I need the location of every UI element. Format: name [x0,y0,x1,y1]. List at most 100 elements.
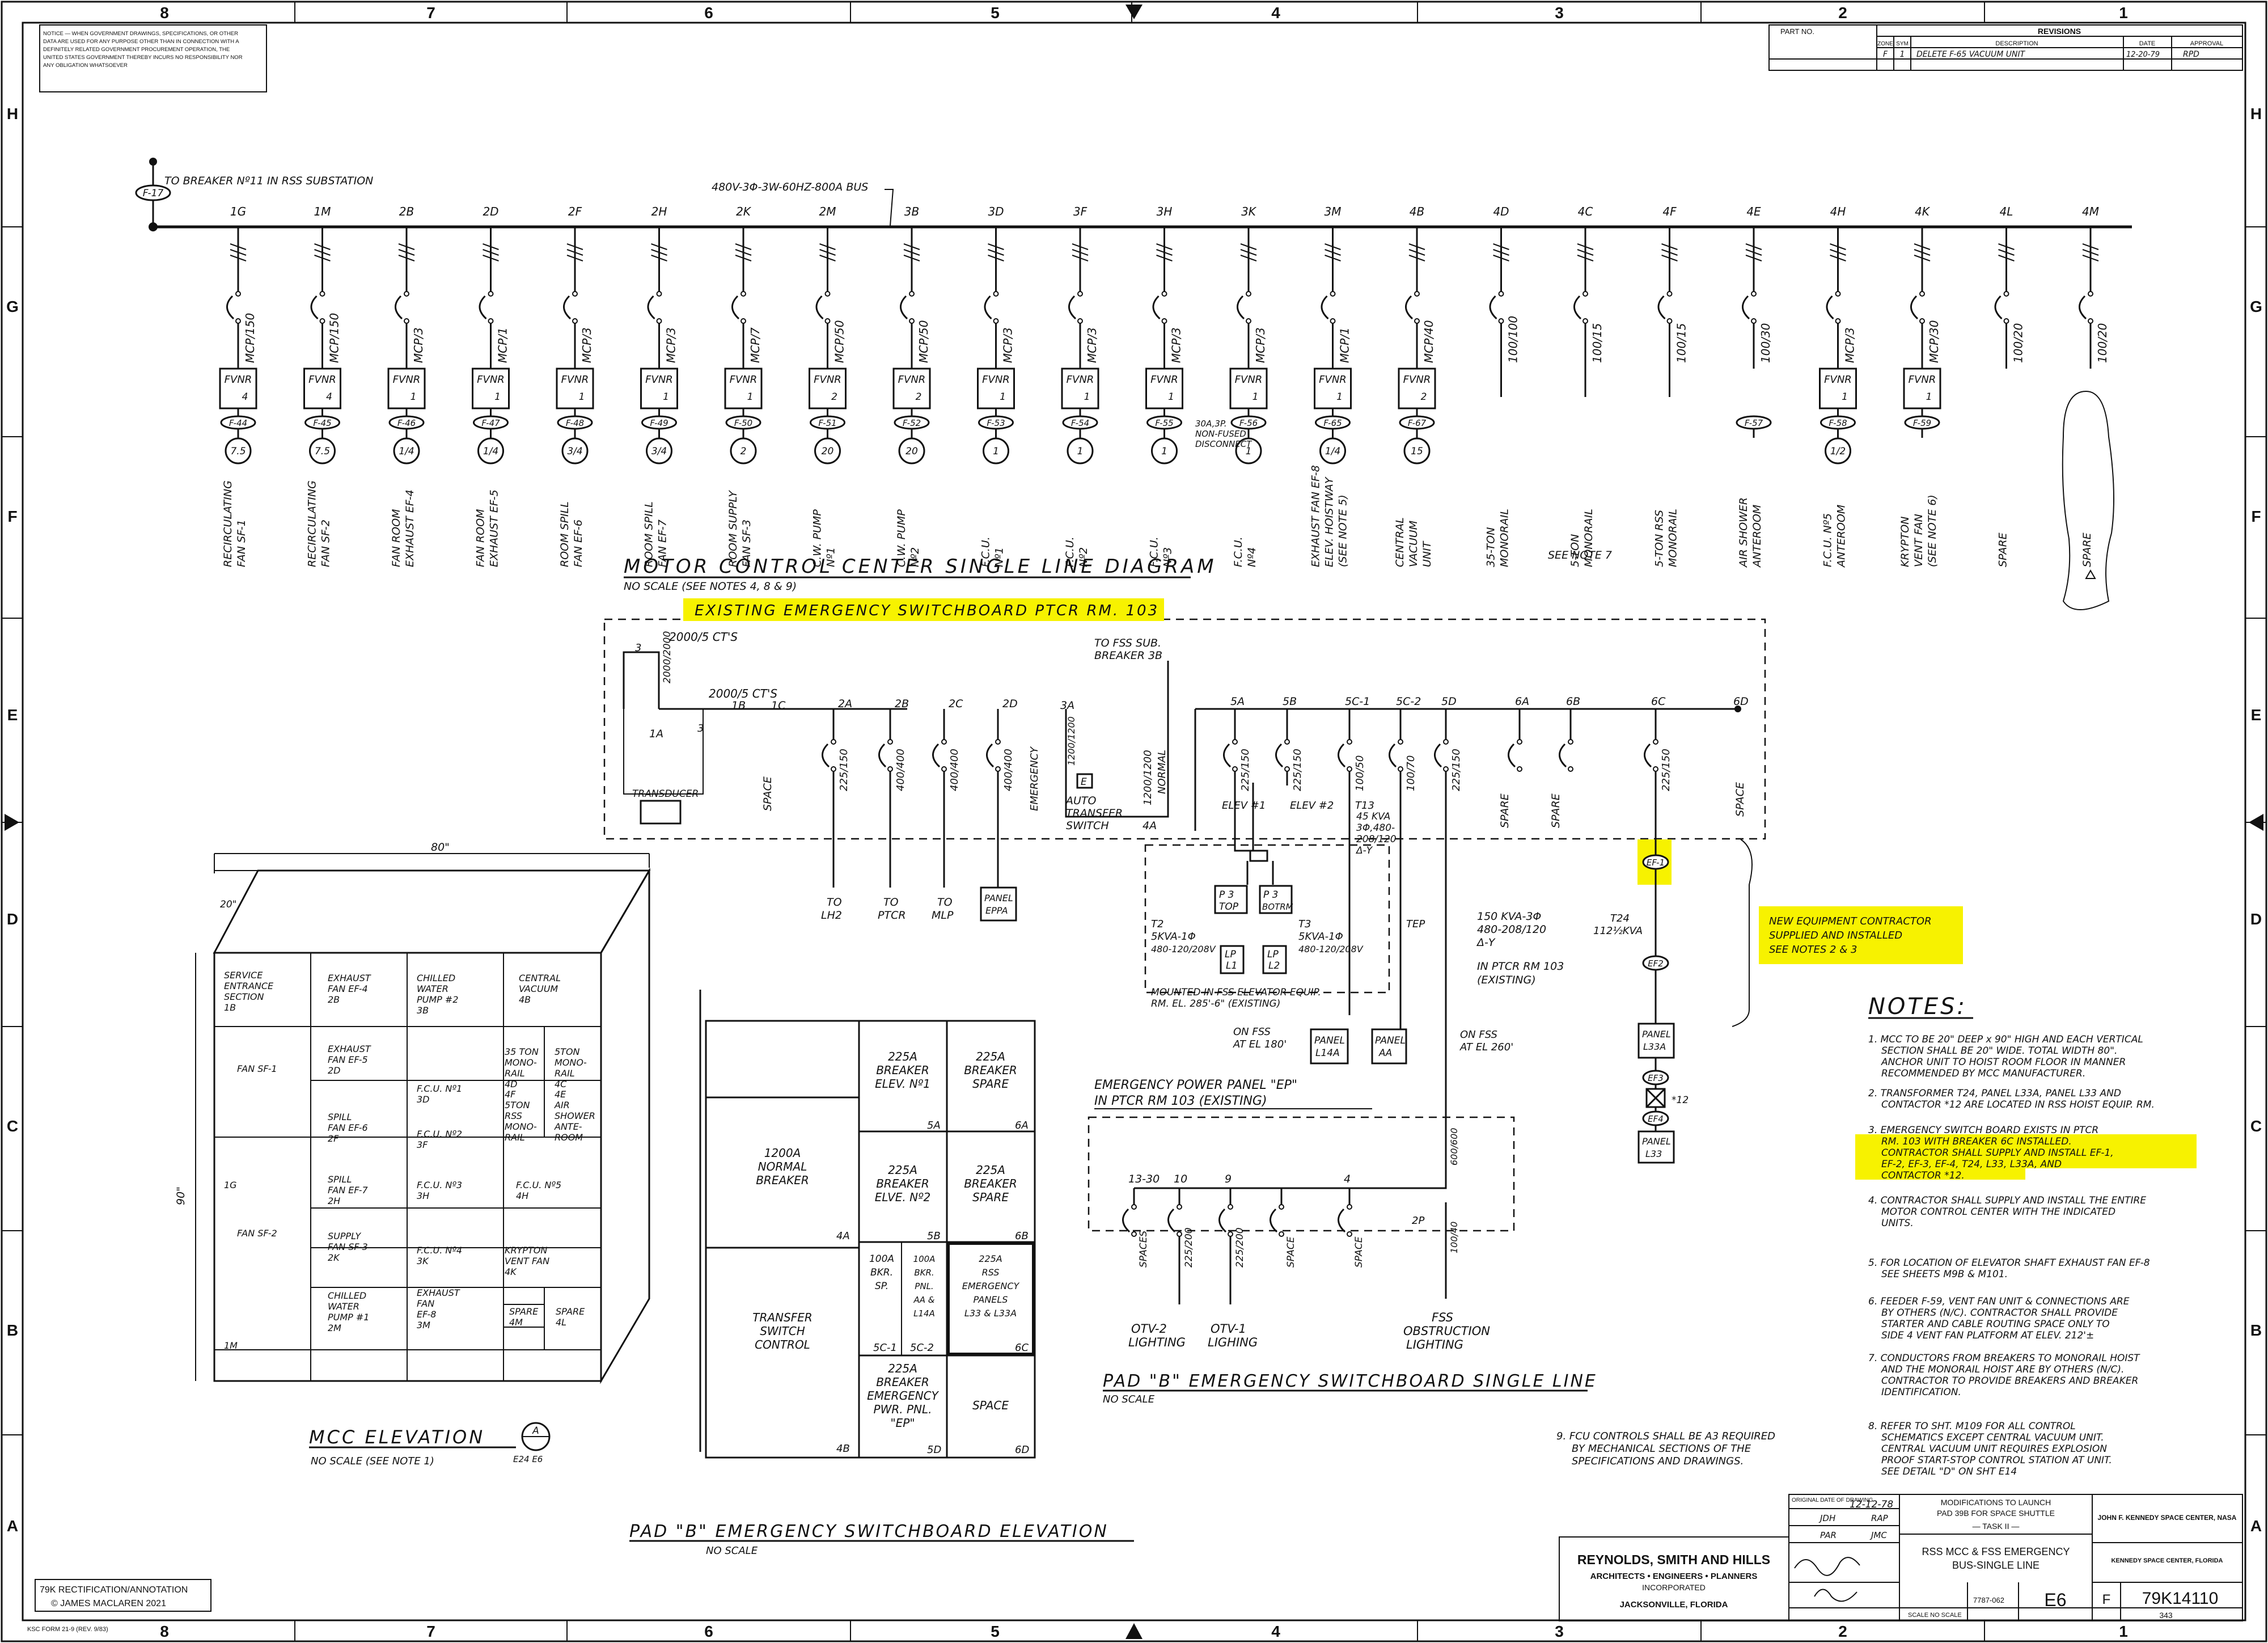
note-2-line-1: CONTACTOR *12 ARE LOCATED IN RSS HOIST E… [1881,1099,2155,1110]
mcc-cell-23-line-0: SPARE [509,1306,539,1317]
branch-1g-motor-icon [225,437,252,464]
signature-1 [1794,1557,1860,1576]
branch-1m-starter-box [303,368,341,409]
pad-cell-transfer-0: TRANSFER [752,1311,813,1324]
pad-cell-normal-1: NORMAL [758,1160,807,1173]
notice-box [39,24,267,92]
branch-2b-pos: 2B [399,205,414,218]
rev-col-approval: APPROVAL [2190,40,2224,47]
mcc-cell-11-line-2: RSS [505,1110,522,1121]
mcc-cell-17-line-0: FAN SF-2 [237,1228,277,1239]
zone-col-bottom-2: 2 [1838,1623,1847,1640]
branch-4h-starter: FVNR [1824,374,1852,386]
branch-1m-load-0: RECIRCULATING [306,480,319,567]
label-3a: 3 [635,642,641,654]
branch-2k-starter: FVNR [730,374,758,386]
notice-text: NOTICE — WHEN GOVERNMENT DRAWINGS, SPECI… [43,31,243,69]
mcc-cell-7-line-0: 35 TON [505,1046,539,1057]
branch-4f-pos: 4F [1662,205,1677,218]
note-7-line-1: AND THE MONORAIL HOIST ARE BY OTHERS (N/… [1881,1364,2124,1375]
pad-elev-cells: 1200ANORMALBREAKER4ATRANSFERSWITCHCONTRO… [752,1050,1029,1456]
branch-2b-load-0: FAN ROOM [390,509,403,567]
ep-p2-rating: 100/40 [1449,1222,1459,1253]
branch-3b-load-1: Nº2 [909,547,921,567]
mcc-cell-13: 1G [224,1180,237,1190]
zone-row-left-B: B [7,1321,18,1339]
fss-1: FSS [1432,1311,1453,1324]
mcc-cell-18-line-1: FAN SF-3 [328,1241,368,1252]
branch-3b-pos: 3B [904,205,919,218]
lp-l2-2: L2 [1268,960,1280,972]
branch-2d-load-1: EXHAUST EF-5 [488,489,501,567]
branch-2k-motor-icon [730,437,757,464]
branch-4d-load-1: MONORAIL [1499,509,1511,567]
mcc-cell-21-line-3: 2M [328,1323,341,1333]
branch-4b-hp: 15 [1411,446,1423,457]
pad-cell-c5c2-1: BKR. [914,1268,934,1278]
branch-1g-tag: F-44 [229,418,247,428]
branch-3h-pos: 3H [1157,205,1173,218]
ep-title-1: EMERGENCY POWER PANEL "EP" [1094,1078,1297,1092]
branch-2f-pos: 2F [568,205,582,218]
ep-main: 600/600 [1449,1128,1459,1165]
center-1: JOHN F. KENNEDY SPACE CENTER, NASA [2098,1514,2237,1522]
mcc-cell-7-line-1: MONO- [505,1057,537,1068]
t3-1: T3 [1298,918,1311,930]
revisions-block: PART NO. REVISIONS ZONE SYM DESCRIPTION … [1768,24,2243,71]
ep-breaker-2-pos: 9 [1225,1173,1232,1185]
branch-2m-breaker-icon [815,295,824,320]
zone-col-top-4: 4 [1271,4,1280,22]
mcc-cell-6-line-1: 3D [417,1094,430,1105]
xfmr150-2: 480-208/120 [1477,923,1546,936]
branch-4k-pos: 4K [1915,205,1931,218]
branch-2f-mcp: MCP/3 [580,327,594,363]
branch-3d-load-0: F.C.U. [980,537,992,567]
mcc-cell-2-line-2: PUMP #2 [417,994,458,1005]
zone-row-right-B: B [2250,1321,2262,1339]
zone-row-right-F: F [2251,508,2261,525]
elev1: ELEV #1 [1222,800,1266,812]
switchboard-title-highlight [683,598,1164,621]
branch-1m-load-1: FAN SF-2 [320,519,332,567]
branch-4b-mcp: MCP/40 [1422,320,1436,363]
branch-3f-starter: FVNR [1067,374,1094,386]
note-1-line-1: SECTION SHALL BE 20" WIDE. TOTAL WIDTH 8… [1881,1045,2117,1057]
mcc-cell-14-line-2: 2H [328,1196,340,1206]
feeder-6c-rating: 225/150 [1660,749,1672,791]
notes-list: 1. MCC TO BE 20" DEEP x 90" HIGH AND EAC… [1868,1034,2155,1477]
pad-b-elevation: 1200ANORMALBREAKER4ATRANSFERSWITCHCONTRO… [629,990,1134,1557]
note-9-line-2: SPECIFICATIONS AND DRAWINGS. [1572,1455,1744,1467]
note-8-line-2: CENTRAL VACUUM UNIT REQUIRES EXPLOSION [1881,1443,2107,1455]
pad-cell-c5c2-pos: 5C-2 [910,1342,934,1354]
zone-row-right-H: H [2250,105,2262,123]
mcc-cell-11-line-0: 4F [505,1089,516,1100]
feeder-6d-rating: SPACE [1734,782,1746,817]
branch-4h-starter-box [1819,368,1857,409]
branch-4d-load-0: 35-TON [1485,527,1497,567]
feeder-tag-f17-text: F-17 [143,188,164,199]
mcc-cell-1-line-1: FAN EF-4 [328,983,368,994]
branch-4c-breaker-icon [1573,295,1582,320]
mcc-cell-12-line-0: 4E [555,1089,566,1100]
branch-3d-breaker-icon [984,295,992,320]
mcc-subtitle: NO SCALE (SEE NOTES 4, 8 & 9) [624,580,797,593]
ats-normal: NORMAL [1156,750,1168,794]
left-feeders: 2A225/150TOLH22B400/400TOPTCR2C400/400TO… [821,698,1018,922]
notice-line: DEFINITELY RELATED GOVERNMENT PROCUREMEN… [43,47,230,53]
branch-2k-mcp: MCP/7 [748,327,762,363]
checked: RAP [1871,1513,1889,1523]
rev-col-date: DATE [2139,40,2156,47]
branch-4m-breaker-icon [2079,295,2087,320]
branch-4e-breaker-icon [1742,295,1750,320]
zone-row-right-D: D [2250,910,2262,928]
ct-main: 2000/5 CT'S [669,630,738,644]
note-4-line-0: 4. CONTRACTOR SHALL SUPPLY AND INSTALL T… [1868,1195,2146,1206]
